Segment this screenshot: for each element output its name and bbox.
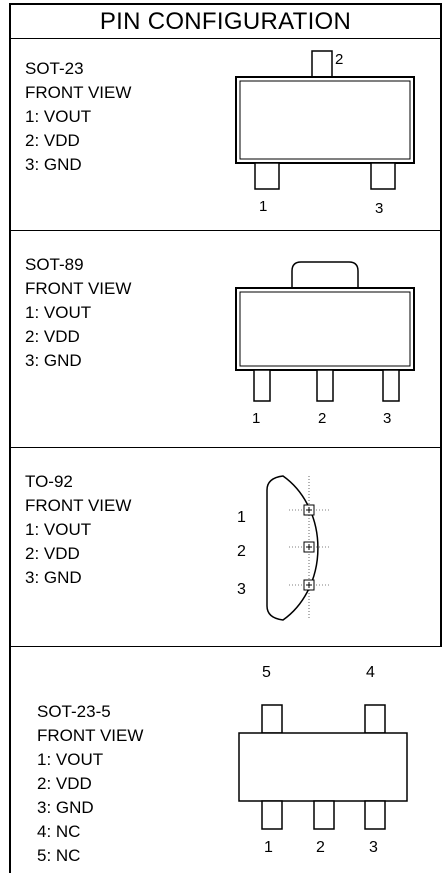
sot89-pin-1-number: 1 — [252, 410, 260, 427]
sot23-5-pin-1-number: 1 — [264, 839, 273, 856]
sot23-package-drawing: 2 1 3 — [235, 50, 415, 217]
pin-2-label: 2: VDD — [25, 544, 80, 563]
to92-pin-1-number: 1 — [237, 509, 246, 526]
pin-3-label: 3: GND — [25, 155, 82, 174]
sot23-5-pin-3-number: 3 — [369, 839, 378, 856]
pin-3-label: 3: GND — [25, 351, 82, 370]
sot89-body-inner — [239, 291, 411, 367]
pin-3-label: 3: GND — [37, 798, 94, 817]
sot23-5-package-drawing: 5 4 1 2 3 — [238, 664, 408, 856]
sot23-5-panel: SOT-23-5 FRONT VIEW 1: VOUT 2: VDD 3: GN… — [9, 647, 442, 873]
package-name: SOT-23 — [25, 59, 84, 78]
sot89-tab — [291, 261, 359, 288]
sot89-pin-2-number: 2 — [318, 410, 326, 427]
page-title: PIN CONFIGURATION — [9, 3, 442, 39]
sot23-description: SOT-23 FRONT VIEW 1: VOUT 2: VDD 3: GND — [25, 57, 131, 177]
to92-pin-3-number: 3 — [237, 581, 246, 598]
pin-1-label: 1: VOUT — [25, 107, 92, 126]
sot23-panel: SOT-23 FRONT VIEW 1: VOUT 2: VDD 3: GND … — [9, 39, 442, 231]
view-label: FRONT VIEW — [25, 83, 132, 102]
sot23-5-pin-5-number: 5 — [262, 664, 271, 681]
to92-package-drawing: 1 2 3 — [237, 475, 331, 621]
to92-pin-2 — [303, 541, 315, 553]
to92-pin-1 — [303, 504, 315, 516]
sot23-pin-2-number: 2 — [335, 51, 343, 68]
sot89-description: SOT-89 FRONT VIEW 1: VOUT 2: VDD 3: GND — [25, 253, 131, 373]
sot89-pin-3 — [382, 369, 400, 402]
sot23-5-pin-3 — [364, 800, 386, 830]
pin-1-label: 1: VOUT — [25, 520, 92, 539]
package-name: SOT-23-5 — [37, 702, 111, 721]
sot23-pin-1-number: 1 — [259, 198, 267, 215]
sot89-pin-2 — [316, 369, 334, 402]
sot89-pin-3-number: 3 — [383, 410, 391, 427]
view-label: FRONT VIEW — [37, 726, 144, 745]
sot89-body — [235, 287, 415, 371]
to92-description: TO-92 FRONT VIEW 1: VOUT 2: VDD 3: GND — [25, 470, 131, 590]
package-name: TO-92 — [25, 472, 73, 491]
to92-pin-3 — [303, 579, 315, 591]
pin-5-label: 5: NC — [37, 846, 81, 865]
pin-3-label: 3: GND — [25, 568, 82, 587]
sot23-5-pin-5 — [261, 704, 283, 734]
pin-1-label: 1: VOUT — [25, 303, 92, 322]
sot89-package-drawing: 1 2 3 — [235, 261, 415, 427]
package-name: SOT-89 — [25, 255, 84, 274]
sot23-5-pin-4 — [364, 704, 386, 734]
sot23-pin-3-number: 3 — [375, 200, 383, 217]
sot23-5-body — [238, 732, 408, 802]
view-label: FRONT VIEW — [25, 279, 132, 298]
sot23-pin-3 — [370, 162, 396, 190]
sot23-5-pin-1 — [261, 800, 283, 830]
pin-2-label: 2: VDD — [25, 131, 80, 150]
pin-4-label: 4: NC — [37, 822, 81, 841]
sot89-pin-1 — [253, 369, 271, 402]
pin-1-label: 1: VOUT — [37, 750, 104, 769]
sot23-5-pin-2 — [313, 800, 335, 830]
pin-2-label: 2: VDD — [37, 774, 92, 793]
sot23-body-inner — [239, 80, 411, 160]
sot23-body — [235, 76, 415, 164]
pin-2-label: 2: VDD — [25, 327, 80, 346]
sot23-5-pin-4-number: 4 — [366, 664, 375, 681]
sot89-panel: SOT-89 FRONT VIEW 1: VOUT 2: VDD 3: GND … — [9, 231, 442, 448]
sot23-pin-1 — [254, 162, 280, 190]
sot23-5-description: SOT-23-5 FRONT VIEW 1: VOUT 2: VDD 3: GN… — [37, 700, 143, 868]
view-label: FRONT VIEW — [25, 496, 132, 515]
sot23-5-pin-2-number: 2 — [316, 839, 325, 856]
sot23-pin-2 — [311, 50, 333, 78]
to92-panel: TO-92 FRONT VIEW 1: VOUT 2: VDD 3: GND — [9, 448, 442, 647]
to92-pin-2-number: 2 — [237, 543, 246, 560]
